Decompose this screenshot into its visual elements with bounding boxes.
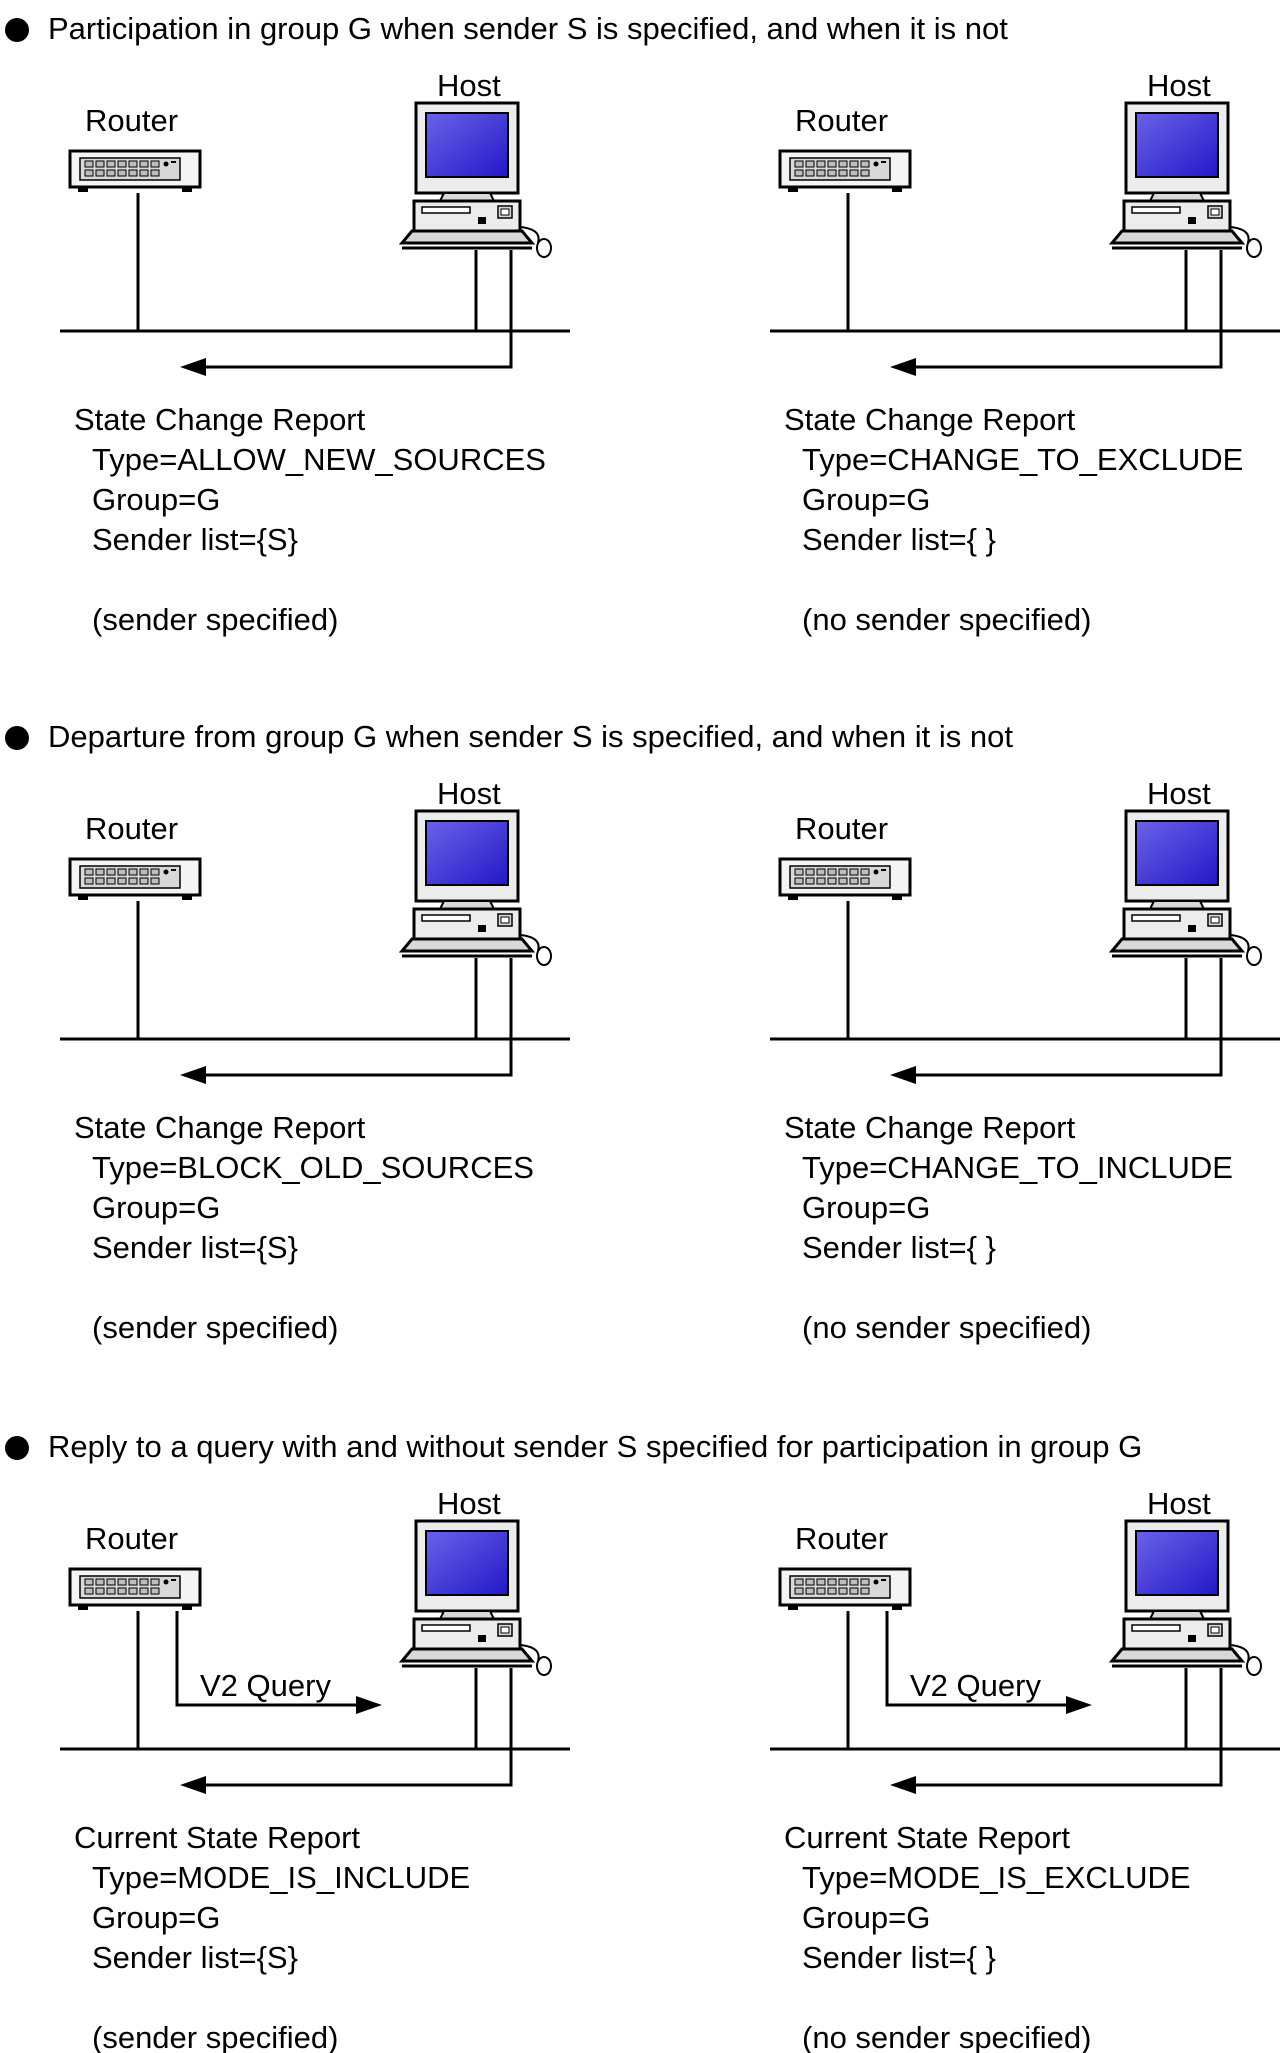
bullet-icon — [5, 1436, 29, 1460]
arrowhead — [356, 1696, 382, 1714]
report-note: (no sender specified) — [802, 1310, 1092, 1345]
report-group: Group=G — [92, 1900, 220, 1935]
section-heading: Participation in group G when sender S i… — [48, 11, 1008, 46]
report-path — [205, 250, 513, 369]
section-2: Departure from group G when sender S is … — [5, 719, 1280, 1345]
report-note: (no sender specified) — [802, 2020, 1092, 2053]
report-title: Current State Report — [74, 1820, 360, 1855]
router-icon — [778, 149, 912, 194]
report-sender-list: Sender list={S} — [92, 1940, 298, 1975]
report-note: (sender specified) — [92, 1310, 338, 1345]
host-computer-icon — [1110, 809, 1263, 967]
router-icon — [68, 149, 202, 194]
query-label: V2 Query — [200, 1668, 331, 1703]
report-path — [205, 958, 513, 1077]
report-sender-list: Sender list={ } — [802, 1940, 996, 1975]
report-sender-list: Sender list={ } — [802, 1230, 996, 1265]
report-title: State Change Report — [784, 1110, 1076, 1145]
report-path — [915, 1668, 1223, 1787]
report-note: (no sender specified) — [802, 602, 1092, 637]
report-type: Type=MODE_IS_INCLUDE — [92, 1860, 470, 1895]
report-sender-list: Sender list={S} — [92, 1230, 298, 1265]
router-label: Router — [795, 1521, 888, 1556]
section-heading: Reply to a query with and without sender… — [48, 1429, 1142, 1464]
arrowhead — [890, 1066, 916, 1084]
report-type: Type=ALLOW_NEW_SOURCES — [92, 442, 546, 477]
report-path — [915, 250, 1223, 369]
arrowhead — [1066, 1696, 1092, 1714]
report-title: Current State Report — [784, 1820, 1070, 1855]
report-type: Type=CHANGE_TO_EXCLUDE — [802, 442, 1243, 477]
bullet-icon — [5, 726, 29, 750]
router-label: Router — [795, 103, 888, 138]
router-label: Router — [85, 103, 178, 138]
report-type: Type=BLOCK_OLD_SOURCES — [92, 1150, 534, 1185]
router-label: Router — [85, 811, 178, 846]
router-label: Router — [85, 1521, 178, 1556]
host-label: Host — [437, 776, 501, 811]
router-icon — [778, 1567, 912, 1612]
section-1: Participation in group G when sender S i… — [5, 11, 1280, 637]
router-icon — [778, 857, 912, 902]
router-icon — [68, 1567, 202, 1612]
report-type: Type=CHANGE_TO_INCLUDE — [802, 1150, 1233, 1185]
report-group: Group=G — [802, 482, 930, 517]
report-sender-list: Sender list={S} — [92, 522, 298, 557]
query-path — [885, 1611, 1066, 1707]
host-computer-icon — [1110, 101, 1263, 259]
report-group: Group=G — [92, 482, 220, 517]
host-label: Host — [1147, 776, 1211, 811]
host-label: Host — [1147, 1486, 1211, 1521]
host-label: Host — [437, 68, 501, 103]
report-group: Group=G — [802, 1900, 930, 1935]
host-label: Host — [1147, 68, 1211, 103]
query-label: V2 Query — [910, 1668, 1041, 1703]
host-computer-icon — [1110, 1519, 1263, 1677]
bullet-icon — [5, 18, 29, 42]
query-path — [175, 1611, 356, 1707]
report-path — [205, 1668, 513, 1787]
arrowhead — [890, 1776, 916, 1794]
arrowhead — [180, 1776, 206, 1794]
report-group: Group=G — [92, 1190, 220, 1225]
report-group: Group=G — [802, 1190, 930, 1225]
report-path — [915, 958, 1223, 1077]
report-sender-list: Sender list={ } — [802, 522, 996, 557]
report-type: Type=MODE_IS_EXCLUDE — [802, 1860, 1191, 1895]
report-title: State Change Report — [74, 1110, 366, 1145]
report-title: State Change Report — [74, 402, 366, 437]
section-heading: Departure from group G when sender S is … — [48, 719, 1013, 754]
report-title: State Change Report — [784, 402, 1076, 437]
host-label: Host — [437, 1486, 501, 1521]
host-computer-icon — [400, 1519, 553, 1677]
section-3: Reply to a query with and without sender… — [5, 1429, 1280, 2053]
router-label: Router — [795, 811, 888, 846]
router-icon — [68, 857, 202, 902]
arrowhead — [890, 358, 916, 376]
arrowhead — [180, 358, 206, 376]
report-note: (sender specified) — [92, 2020, 338, 2053]
arrowhead — [180, 1066, 206, 1084]
host-computer-icon — [400, 809, 553, 967]
report-note: (sender specified) — [92, 602, 338, 637]
host-computer-icon — [400, 101, 553, 259]
